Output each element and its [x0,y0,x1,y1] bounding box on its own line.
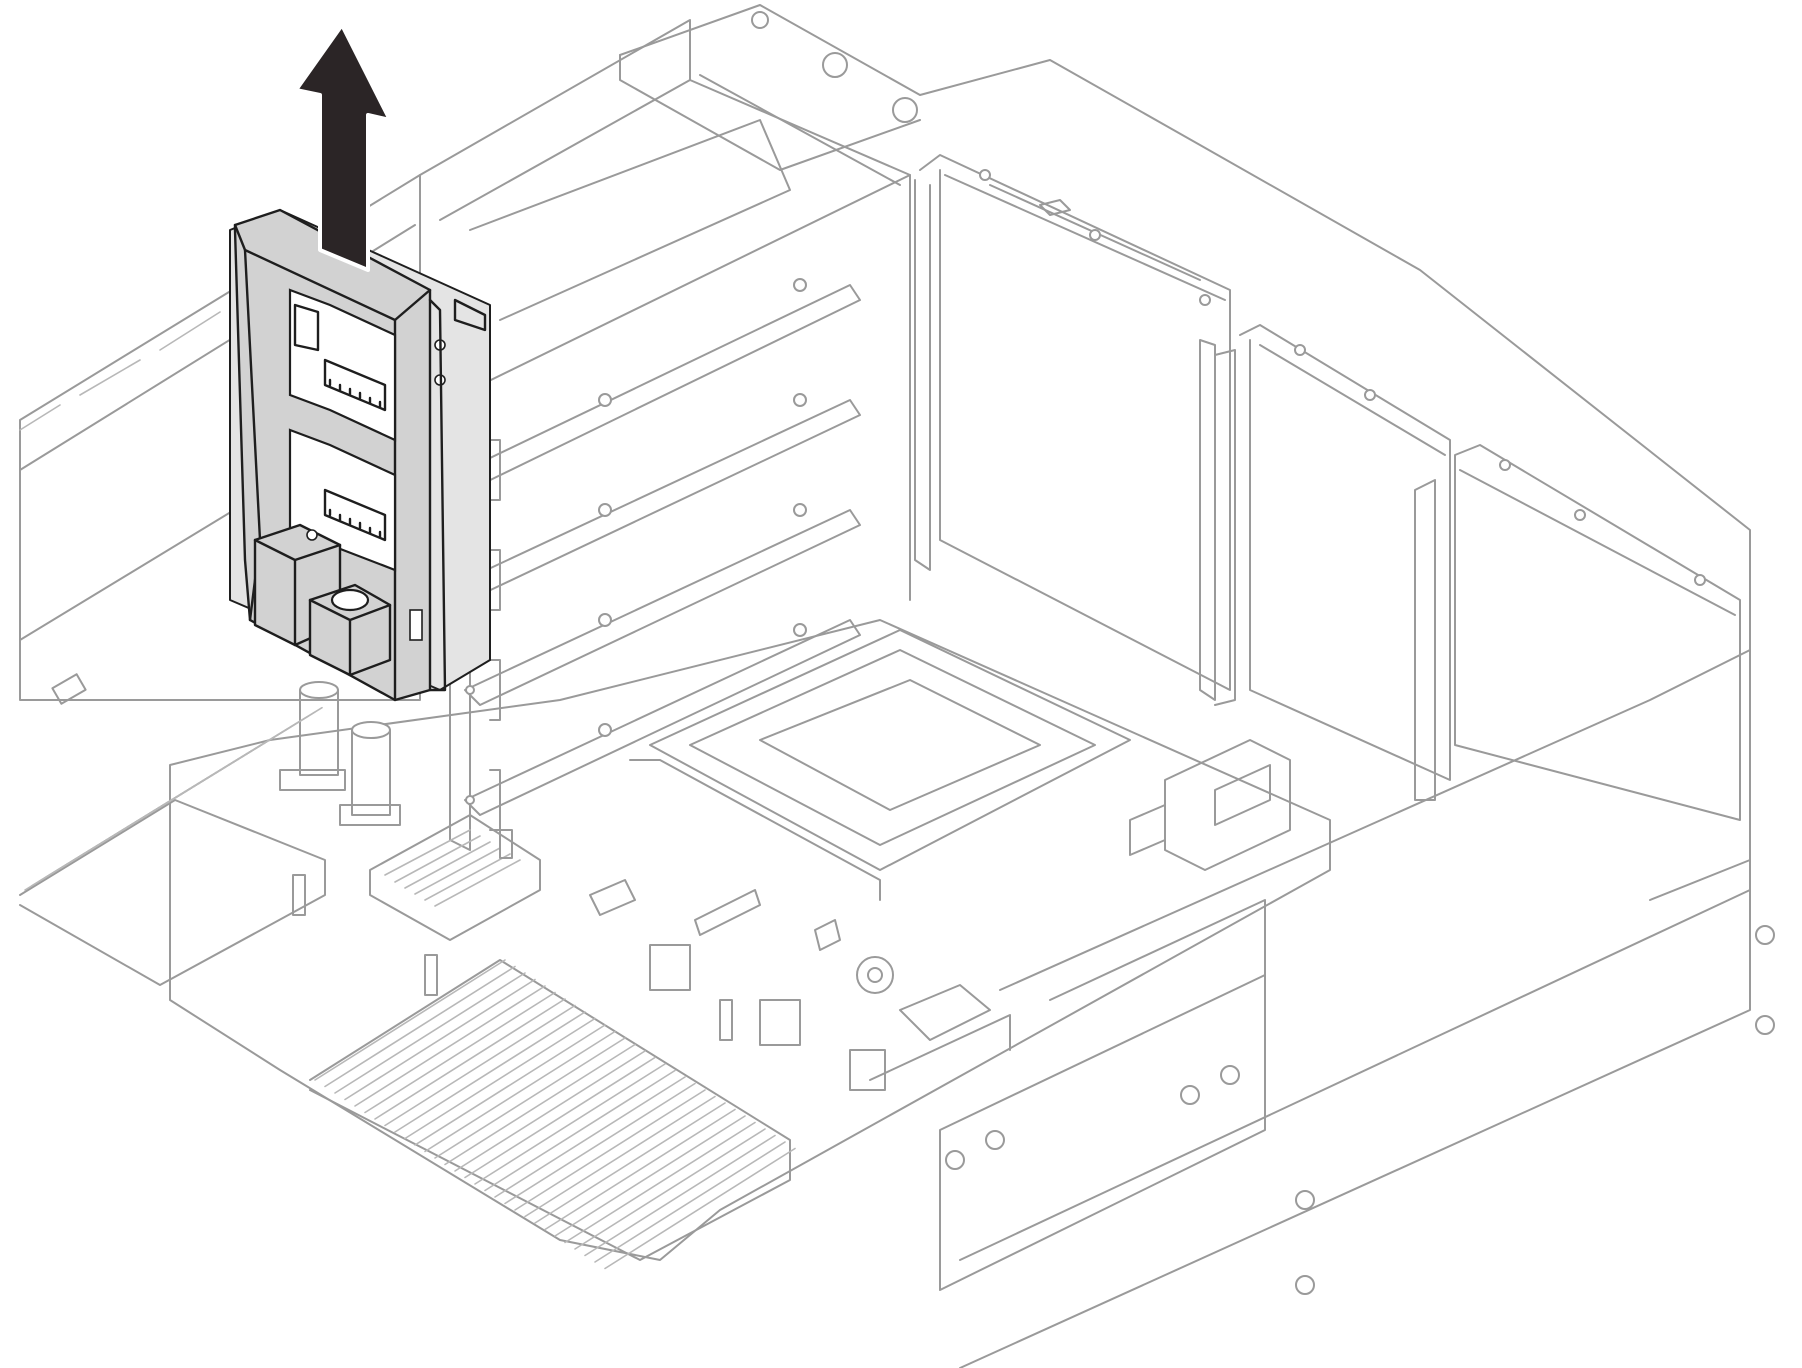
dimm-slot [544,1108,736,1231]
drive-bays [914,154,1741,821]
dimm-slot [394,1011,586,1133]
dimm-slot [171,706,323,801]
dimm-slot [594,1141,786,1263]
dimm-slot [314,959,506,1081]
dimm-slot [494,1076,686,1198]
capacitors [279,681,401,826]
dimm-slot [574,1128,766,1250]
dimm-slot [584,1134,776,1257]
dimm-slot [374,998,566,1120]
dimm-slot [604,1147,796,1270]
dimm-slot [354,985,546,1107]
dimm-slot [364,991,556,1114]
dimm-slot [464,1056,656,1179]
dimm-slot [514,1089,706,1211]
dimm-slot [334,972,526,1094]
dimm-slot [564,1121,756,1244]
dimm-slot [554,1115,746,1237]
dimm-bank-left [19,706,326,986]
pcie-cage [419,19,911,851]
dimm-slot [344,978,536,1101]
motherboard [169,619,1331,1261]
dimm-slot [434,1037,626,1159]
dimm-slot [414,1024,606,1146]
dimm-slot [524,1095,716,1218]
riser-assembly [229,208,491,702]
dimm-slot [534,1102,726,1224]
dimm-slot [384,1004,576,1127]
dimm-slot [474,1063,666,1185]
dimm-bank-right [309,959,796,1270]
dimm-slot [404,1017,596,1140]
dimm-slot [324,965,516,1088]
dimm-slot [484,1069,676,1192]
dimm-slot [454,1050,646,1172]
dimm-slot [504,1082,696,1205]
arrow-up-icon [294,23,392,272]
dimm-slot [444,1043,636,1166]
chassis-shell [19,4,1775,1368]
dimm-slot [424,1030,616,1153]
